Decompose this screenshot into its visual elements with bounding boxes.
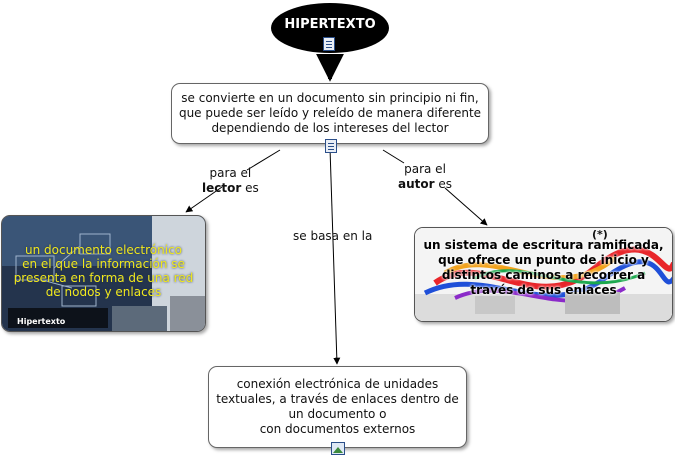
reader-node-caption: Hipertexto	[17, 317, 66, 326]
link-based-text: se basa en la	[293, 229, 373, 243]
link-label-reader: para el lector es	[202, 166, 259, 196]
link-author-line1: para el	[404, 162, 446, 176]
author-node[interactable]: (*) un sistema de escritura ramificada, …	[414, 227, 673, 322]
link-author-rest: es	[438, 177, 453, 191]
author-node-text: un sistema de escritura ramificada, que …	[423, 238, 664, 297]
definition-text: se convierte en un documento sin princip…	[178, 91, 482, 135]
link-reader-rest: es	[245, 181, 259, 195]
definition-to-reader-line-b	[185, 186, 223, 213]
definition-to-author-line-b	[444, 187, 488, 226]
colorful-swirl-image	[415, 228, 672, 321]
connection-node[interactable]: conexión electrónica de unidades textual…	[208, 366, 467, 448]
definition-to-connection-line	[329, 147, 341, 365]
link-author-bold: autor	[398, 177, 435, 191]
definition-node[interactable]: se convierte en un documento sin princip…	[171, 83, 489, 144]
definition-to-author-line-a	[382, 149, 405, 164]
reader-node[interactable]: un documento electrónico en el que la in…	[1, 215, 206, 332]
definition-to-reader-line-a	[246, 149, 281, 171]
author-node-marker: (*)	[592, 228, 608, 241]
link-reader-line1: para el	[209, 166, 252, 180]
root-label: HIPERTEXTO	[284, 17, 376, 32]
reader-node-text: un documento electrónico en el que la in…	[13, 243, 194, 299]
image-icon[interactable]	[331, 442, 345, 455]
network-background-image	[2, 216, 205, 331]
link-reader-bold: lector	[202, 181, 242, 195]
connection-text: conexión electrónica de unidades textual…	[216, 377, 459, 436]
document-icon[interactable]	[325, 139, 337, 153]
document-icon[interactable]	[323, 37, 335, 51]
link-label-based: se basa en la	[293, 229, 372, 244]
link-label-author: para el autor es	[398, 162, 452, 192]
